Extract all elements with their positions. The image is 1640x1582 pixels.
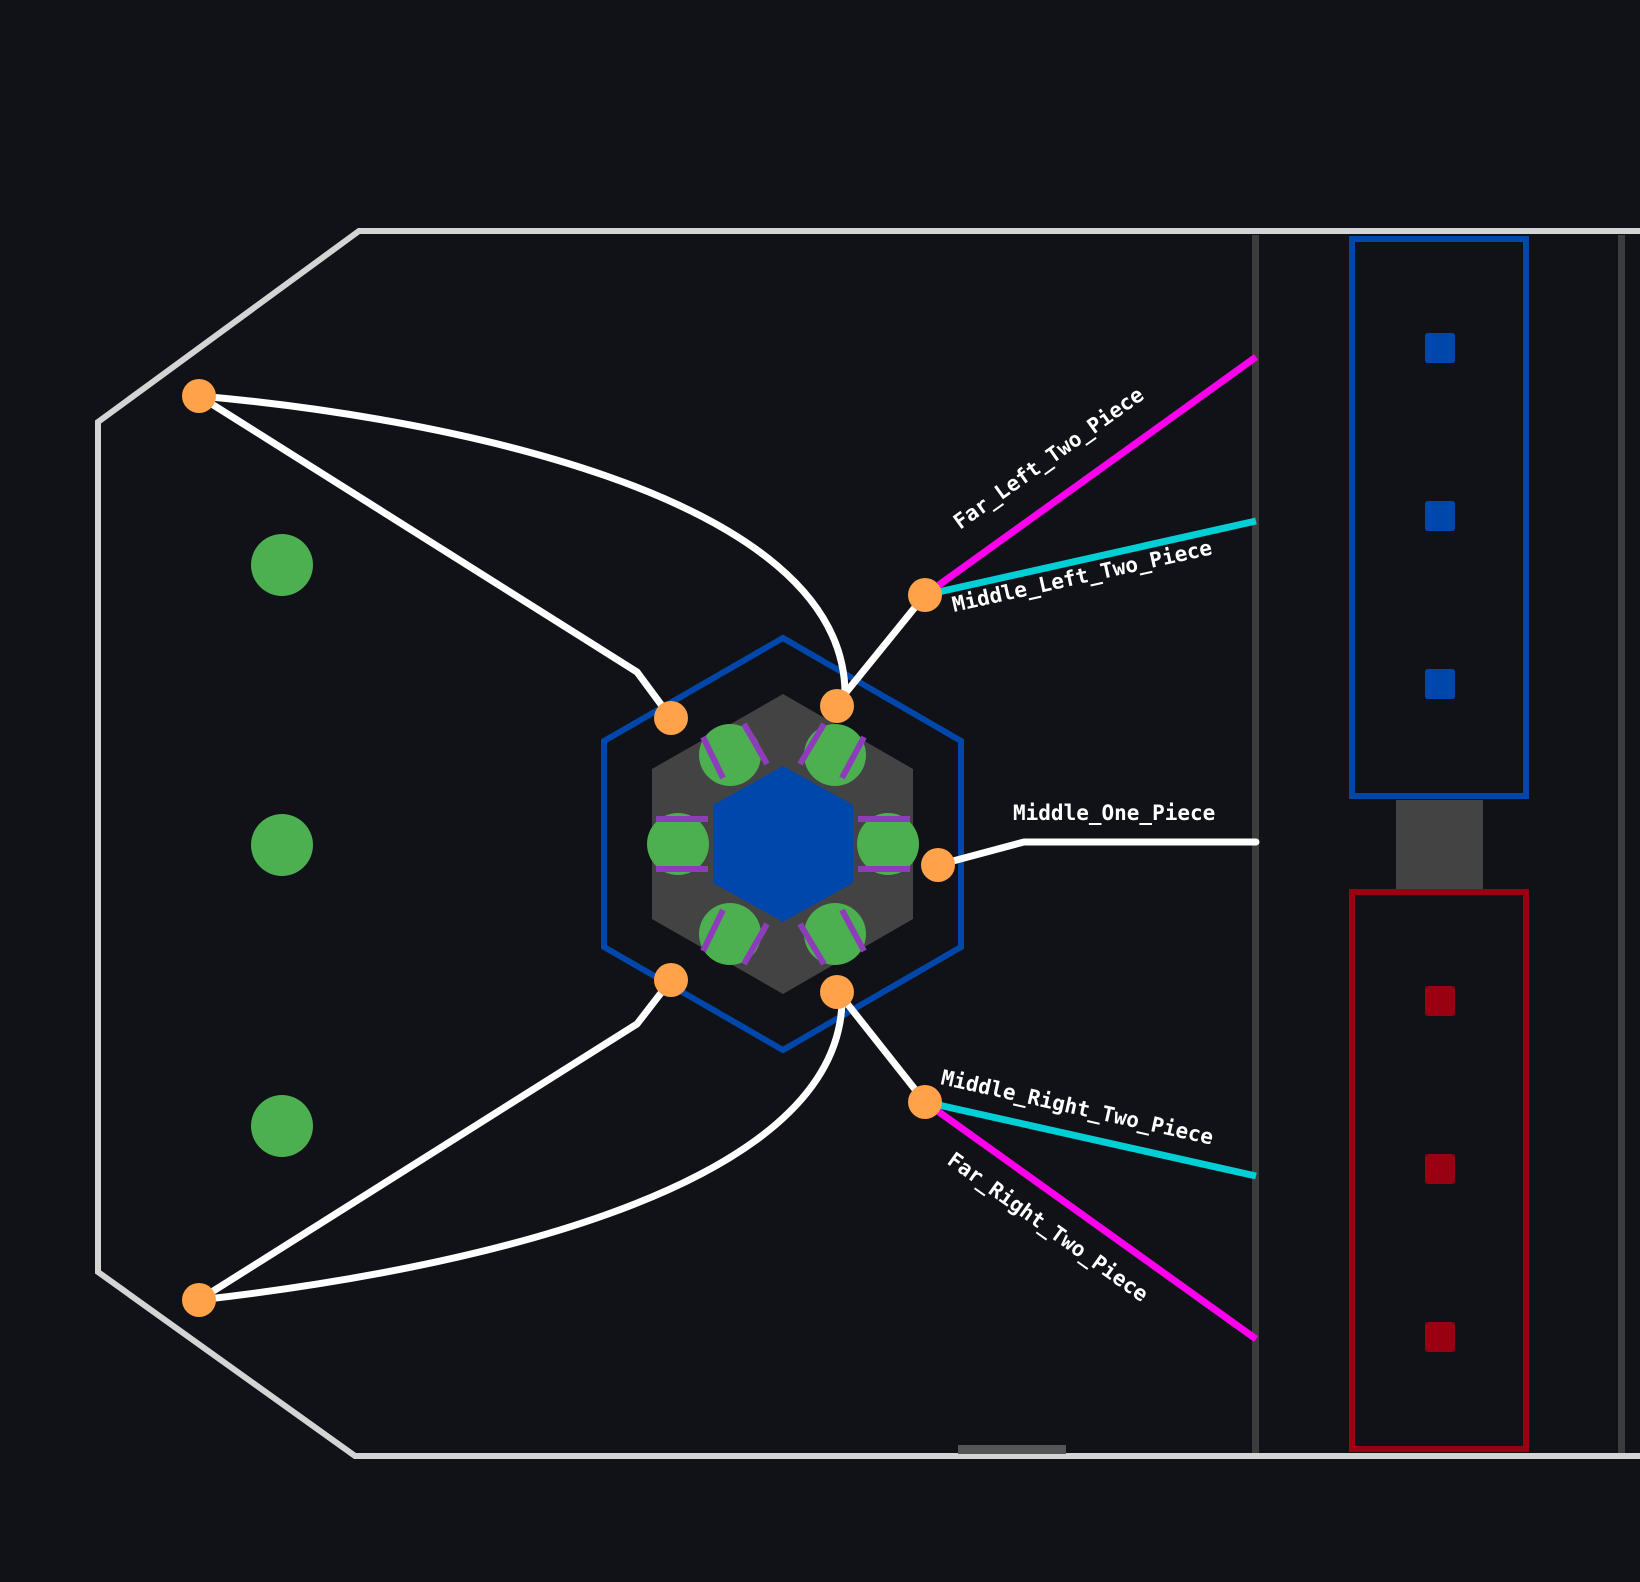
node-hub-right [921,848,955,882]
hub-balls [647,724,919,965]
path-middle-left [924,517,1257,599]
bottom-marker [958,1445,1066,1454]
blue-slot-2 [1425,501,1455,531]
route-middle-one-piece [934,838,1260,869]
ball-middle [251,814,313,876]
route-top-left-curve [195,392,849,702]
route-bottom-left-curve [195,988,846,1304]
red-slot-3 [1425,1322,1455,1352]
field-border [95,228,1640,1459]
node-bottom-left [182,1283,216,1317]
right-divider [1618,235,1625,1453]
path-middle-right [924,1098,1257,1180]
label-middle-one: Middle_One_Piece [1013,801,1215,825]
ball-bottom [251,1095,313,1157]
path-far-left [922,354,1259,598]
routes [195,392,1260,1304]
ball-top [251,534,313,596]
path-far-right [922,1099,1259,1342]
node-hub-upper-left [654,701,688,735]
node-hub-lower-right [820,975,854,1009]
red-slot-1 [1425,986,1455,1016]
node-upper-branch [908,578,942,612]
node-hub-lower-left [654,963,688,997]
blue-station [1349,236,1529,799]
blue-slot-3 [1425,669,1455,699]
red-station [1349,889,1529,1452]
hub-outer-hexagon [601,634,964,1054]
node-hub-upper-right [820,689,854,723]
hub-separators [656,722,910,966]
route-top-left-to-hub [195,392,675,722]
route-bottom-left-to-hub [195,976,675,1304]
station-connector [1396,800,1483,889]
blue-slot-1 [1425,333,1455,363]
route-hub-to-lower-node [834,988,929,1106]
route-hub-to-upper-node [831,591,929,710]
hub-center-hexagon [713,766,853,922]
red-slot-2 [1425,1154,1455,1184]
node-lower-branch [908,1085,942,1119]
node-top-left [182,379,216,413]
label-far-right: Far_Right_Two_Piece [943,1148,1153,1307]
nodes [182,379,955,1317]
